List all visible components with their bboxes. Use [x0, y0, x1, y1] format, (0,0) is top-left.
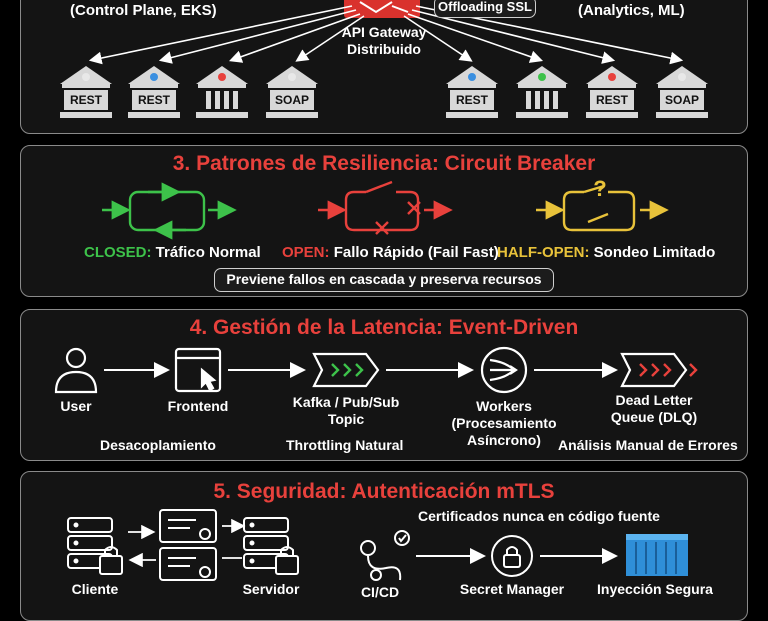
server-stack-icon	[243, 517, 299, 575]
cicd-icon	[360, 530, 410, 581]
backend-label: REST	[132, 90, 176, 110]
section-gateway-panel	[20, 0, 748, 134]
pillars-icon	[526, 91, 558, 109]
mtls-title: 5. Seguridad: Autenticación mTLS	[213, 480, 555, 503]
closed-circuit-icon	[102, 182, 237, 240]
secret-manager-label: Secret Manager	[459, 581, 565, 597]
server-label: Servidor	[242, 581, 300, 597]
client-label: Cliente	[71, 581, 119, 597]
client-server-icon	[67, 517, 123, 575]
circuit-breaker-diagrams: ?	[102, 176, 669, 240]
backend-label	[520, 90, 564, 110]
backend-service-icon	[60, 66, 112, 118]
analytics-label: (Analytics, ML)	[578, 2, 685, 19]
user-label: User	[60, 398, 92, 414]
workers-icon	[480, 346, 528, 394]
closed-desc: Tráfico Normal	[155, 244, 261, 261]
dlq-label-2: Queue (DLQ)	[610, 409, 698, 425]
kafka-label-2: Topic	[327, 411, 365, 427]
certificate-icon-bottom	[159, 547, 217, 581]
backend-label: SOAP	[660, 90, 704, 110]
throttling-note: Throttling Natural	[286, 437, 404, 453]
backend-service-icon	[586, 66, 638, 118]
open-state: OPEN:	[282, 244, 330, 261]
open-circuit-icon	[318, 180, 453, 235]
certs-note: Certificados nunca en código fuente	[418, 508, 660, 524]
backend-service-icon	[516, 66, 568, 118]
open-state-label: OPEN: Fallo Rápido (Fail Fast)	[282, 244, 499, 261]
kafka-label-1: Kafka / Pub/Sub	[292, 394, 400, 410]
workers-label-2: (Procesamiento	[451, 415, 557, 431]
gateway-label-1: API Gateway	[341, 24, 427, 40]
pillars-icon	[206, 91, 238, 109]
certificate-icon-top	[159, 509, 217, 543]
circuit-breaker-title: 3. Patrones de Resiliencia: Circuit Brea…	[172, 152, 596, 175]
frontend-label: Frontend	[167, 398, 229, 414]
workers-label-1: Workers	[476, 398, 532, 414]
cicd-label: CI/CD	[360, 584, 400, 600]
user-icon	[54, 347, 98, 394]
control-plane-label: (Control Plane, EKS)	[70, 2, 217, 19]
half-open-circuit-icon	[536, 184, 669, 232]
backend-service-icon	[196, 66, 248, 118]
dlq-label-1: Dead Letter	[615, 392, 693, 408]
kafka-topic-icon	[312, 352, 380, 388]
event-driven-title: 4. Gestión de la Latencia: Event-Driven	[189, 316, 579, 339]
halfopen-desc: Sondeo Limitado	[593, 244, 716, 261]
question-icon: ?	[593, 176, 606, 201]
injection-label: Inyección Segura	[597, 581, 713, 597]
backend-services	[60, 66, 708, 118]
backend-service-icon	[656, 66, 708, 118]
backend-label: SOAP	[270, 90, 314, 110]
open-desc: Fallo Rápido (Fail Fast)	[333, 244, 499, 261]
backend-service-icon	[266, 66, 318, 118]
container-icon	[626, 534, 688, 576]
section-event-driven-panel	[20, 309, 748, 461]
manual-analysis-note: Análisis Manual de Errores	[558, 437, 738, 453]
dlq-icon	[620, 352, 688, 388]
backend-label: REST	[64, 90, 108, 110]
backend-label: REST	[590, 90, 634, 110]
closed-state-label: CLOSED: Tráfico Normal	[84, 244, 261, 261]
halfopen-state-label: HALF-OPEN: Sondeo Limitado	[497, 244, 715, 261]
backend-label: REST	[450, 90, 494, 110]
decoupling-note: Desacoplamiento	[100, 437, 216, 453]
closed-state: CLOSED:	[84, 244, 152, 261]
backend-service-icon	[128, 66, 180, 118]
ssl-offloading-pill: Offloading SSL	[434, 0, 536, 18]
event-driven-flow	[54, 346, 698, 394]
workers-label-3: Asíncrono)	[467, 432, 541, 448]
backend-label	[200, 90, 244, 110]
frontend-window-icon	[174, 347, 222, 393]
mtls-diagram	[67, 509, 688, 581]
secret-manager-icon	[491, 535, 533, 577]
gateway-label-2: Distribuido	[347, 41, 421, 57]
halfopen-state: HALF-OPEN:	[497, 244, 590, 261]
backend-service-icon	[446, 66, 498, 118]
circuit-breaker-note: Previene fallos en cascada y preserva re…	[214, 268, 554, 292]
